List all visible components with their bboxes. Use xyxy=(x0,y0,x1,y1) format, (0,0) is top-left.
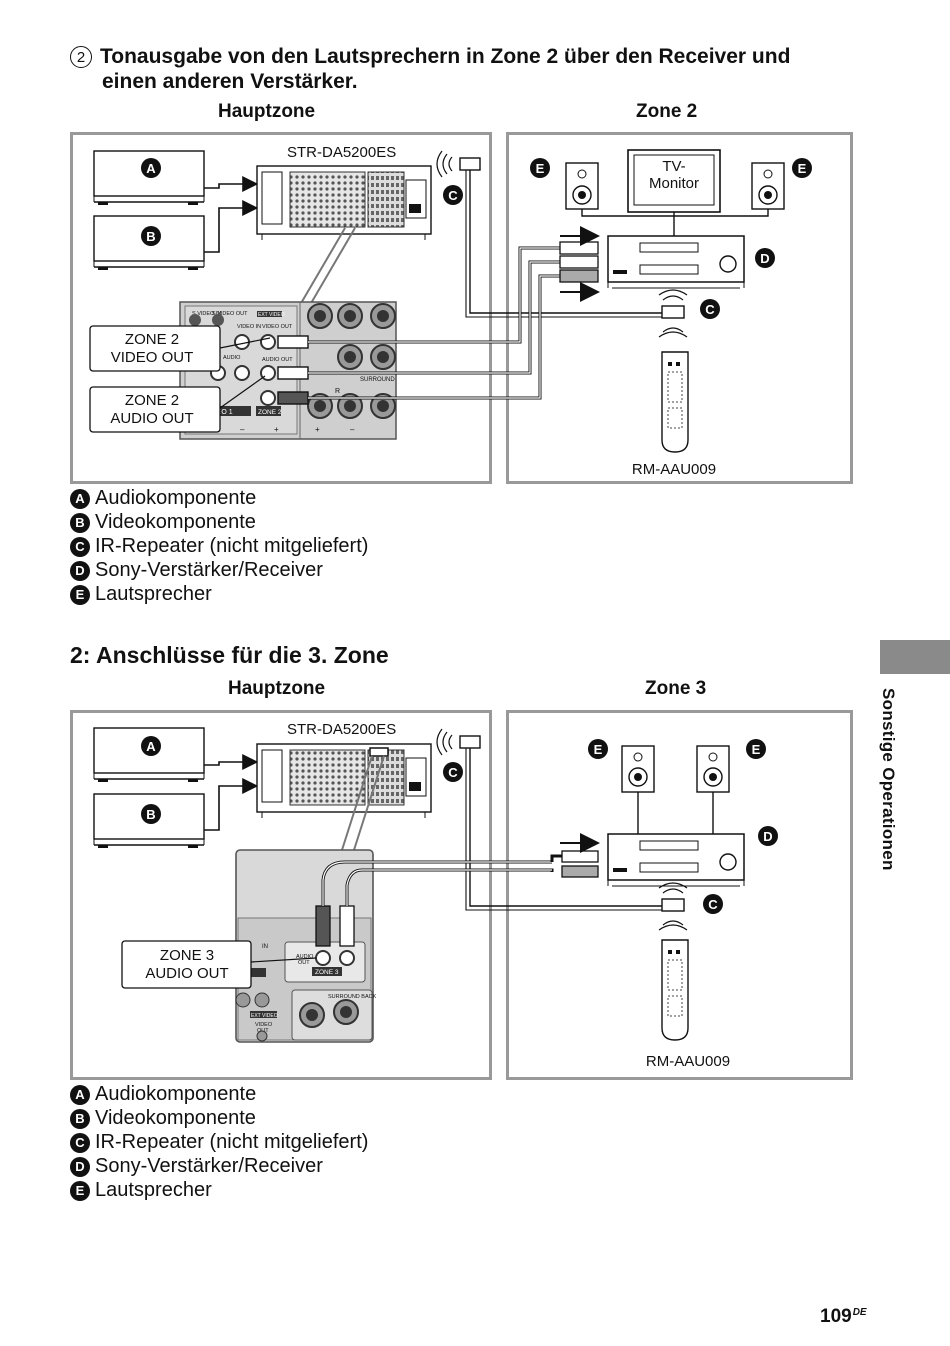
svg-text:R: R xyxy=(335,388,340,395)
svg-text:VIDEO: VIDEO xyxy=(255,1022,273,1028)
speaker-right-zone2: E xyxy=(751,158,812,210)
svg-text:VIDEO IN: VIDEO IN xyxy=(237,324,261,330)
svg-text:ZONE 3: ZONE 3 xyxy=(315,969,339,976)
remote-model-1: RM-AAU009 xyxy=(632,461,716,478)
receiver-model-2: STR-DA5200ES xyxy=(287,721,396,738)
zone-label-zone2: Zone 2 xyxy=(636,101,698,122)
svg-text:C: C xyxy=(708,897,718,912)
badge-b-1: B xyxy=(146,229,155,244)
zoomed-back-panel-2: AUDIO OUT ZONE 3 IN TE TE EXT VIDEO VIDE… xyxy=(235,849,377,1043)
receiver-rear-2 xyxy=(256,743,432,818)
remote-model-2: RM-AAU009 xyxy=(646,1053,730,1070)
side-tab-marker xyxy=(880,640,950,674)
speaker-right-zone3: E xyxy=(696,739,766,793)
badge-a-1: A xyxy=(146,161,156,176)
video-component-b-1: B xyxy=(93,215,205,270)
badge-a-2: A xyxy=(146,739,156,754)
svg-text:EXT VIDEO: EXT VIDEO xyxy=(258,312,285,318)
svg-text:C: C xyxy=(448,765,458,780)
svg-text:+: + xyxy=(315,425,320,434)
svg-text:E: E xyxy=(536,161,545,176)
svg-text:AUDIO: AUDIO xyxy=(223,355,241,361)
video-component-b-2: B xyxy=(93,793,205,848)
svg-text:Monitor: Monitor xyxy=(649,175,699,192)
svg-text:ZONE 3: ZONE 3 xyxy=(160,947,214,964)
svg-text:S VIDEO IN: S VIDEO IN xyxy=(192,311,221,317)
svg-text:SURROUND: SURROUND xyxy=(360,377,395,383)
svg-text:AUDIO OUT: AUDIO OUT xyxy=(262,357,293,363)
ir-repeater-zone2: C xyxy=(658,289,720,338)
speaker-left-zone2: E xyxy=(530,158,599,210)
svg-text:AUDIO OUT: AUDIO OUT xyxy=(110,410,193,427)
zone-label-main-2: Hauptzone xyxy=(228,678,326,699)
svg-text:E: E xyxy=(594,742,603,757)
page-suffix: DE xyxy=(852,1307,867,1318)
svg-text:ZONE 2: ZONE 2 xyxy=(125,392,179,409)
audio-component-a-2: A xyxy=(93,727,205,782)
svg-text:ZONE 2: ZONE 2 xyxy=(258,409,282,416)
audio-component-a-1: A xyxy=(93,150,205,205)
svg-text:VIDEO OUT: VIDEO OUT xyxy=(111,349,194,366)
badge-b-2: B xyxy=(146,807,155,822)
svg-text:IN: IN xyxy=(262,944,268,950)
badge-c-1a: C xyxy=(448,188,458,203)
side-tab-label: Sonstige Operationen xyxy=(879,688,898,871)
svg-text:–: – xyxy=(240,425,245,434)
svg-text:AUDIO OUT: AUDIO OUT xyxy=(145,965,228,982)
svg-text:E: E xyxy=(798,161,807,176)
tv-monitor-zone2: TV- Monitor xyxy=(627,149,721,213)
svg-text:EXT VIDEO: EXT VIDEO xyxy=(251,1013,278,1019)
callout-zone2-video-out: ZONE 2 VIDEO OUT xyxy=(89,325,271,372)
callout-zone3-audio-out: ZONE 3 AUDIO OUT xyxy=(121,940,317,989)
svg-text:+: + xyxy=(274,425,279,434)
svg-text:C: C xyxy=(705,302,715,317)
svg-text:TV-: TV- xyxy=(662,158,685,175)
amplifier-d-zone3: D xyxy=(607,826,778,887)
svg-text:D: D xyxy=(763,829,772,844)
section1-title-line2: einen anderen Verstärker. xyxy=(102,70,358,93)
svg-text:E: E xyxy=(752,742,761,757)
section1-title: 2 Tonausgabe von den Lautsprechern in Zon… xyxy=(70,44,870,94)
svg-text:–: – xyxy=(350,425,355,434)
section2-title: 2: Anschlüsse für die 3. Zone xyxy=(70,642,389,668)
svg-text:VIDEO OUT: VIDEO OUT xyxy=(262,324,293,330)
svg-text:S VIDEO OUT: S VIDEO OUT xyxy=(212,311,248,317)
callout-zone2-audio-out: ZONE 2 AUDIO OUT xyxy=(89,375,266,433)
ir-repeater-main-2: C xyxy=(436,728,481,782)
receiver-model-1: STR-DA5200ES xyxy=(287,144,396,161)
page-number: 109DE xyxy=(820,1306,867,1327)
remote-control-zone2 xyxy=(661,351,689,453)
ir-repeater-main-1: C xyxy=(436,150,481,205)
section1-title-line1: Tonausgabe von den Lautsprechern in Zone… xyxy=(100,45,791,68)
speaker-left-zone3: E xyxy=(588,739,655,793)
svg-text:AUDIO: AUDIO xyxy=(296,954,314,960)
receiver-rear-1 xyxy=(256,165,432,240)
svg-text:OUT: OUT xyxy=(298,960,310,966)
ir-repeater-zone3: C xyxy=(658,882,723,931)
zone-label-main-1: Hauptzone xyxy=(218,101,316,122)
svg-text:D: D xyxy=(760,251,769,266)
remote-control-zone3 xyxy=(661,939,689,1041)
svg-text:SURROUND BACK: SURROUND BACK xyxy=(328,994,377,1000)
circled-number: 2 xyxy=(70,46,92,68)
svg-text:ZONE 2: ZONE 2 xyxy=(125,331,179,348)
zone-label-zone3: Zone 3 xyxy=(645,678,707,699)
amplifier-d-zone2: D xyxy=(607,235,775,289)
